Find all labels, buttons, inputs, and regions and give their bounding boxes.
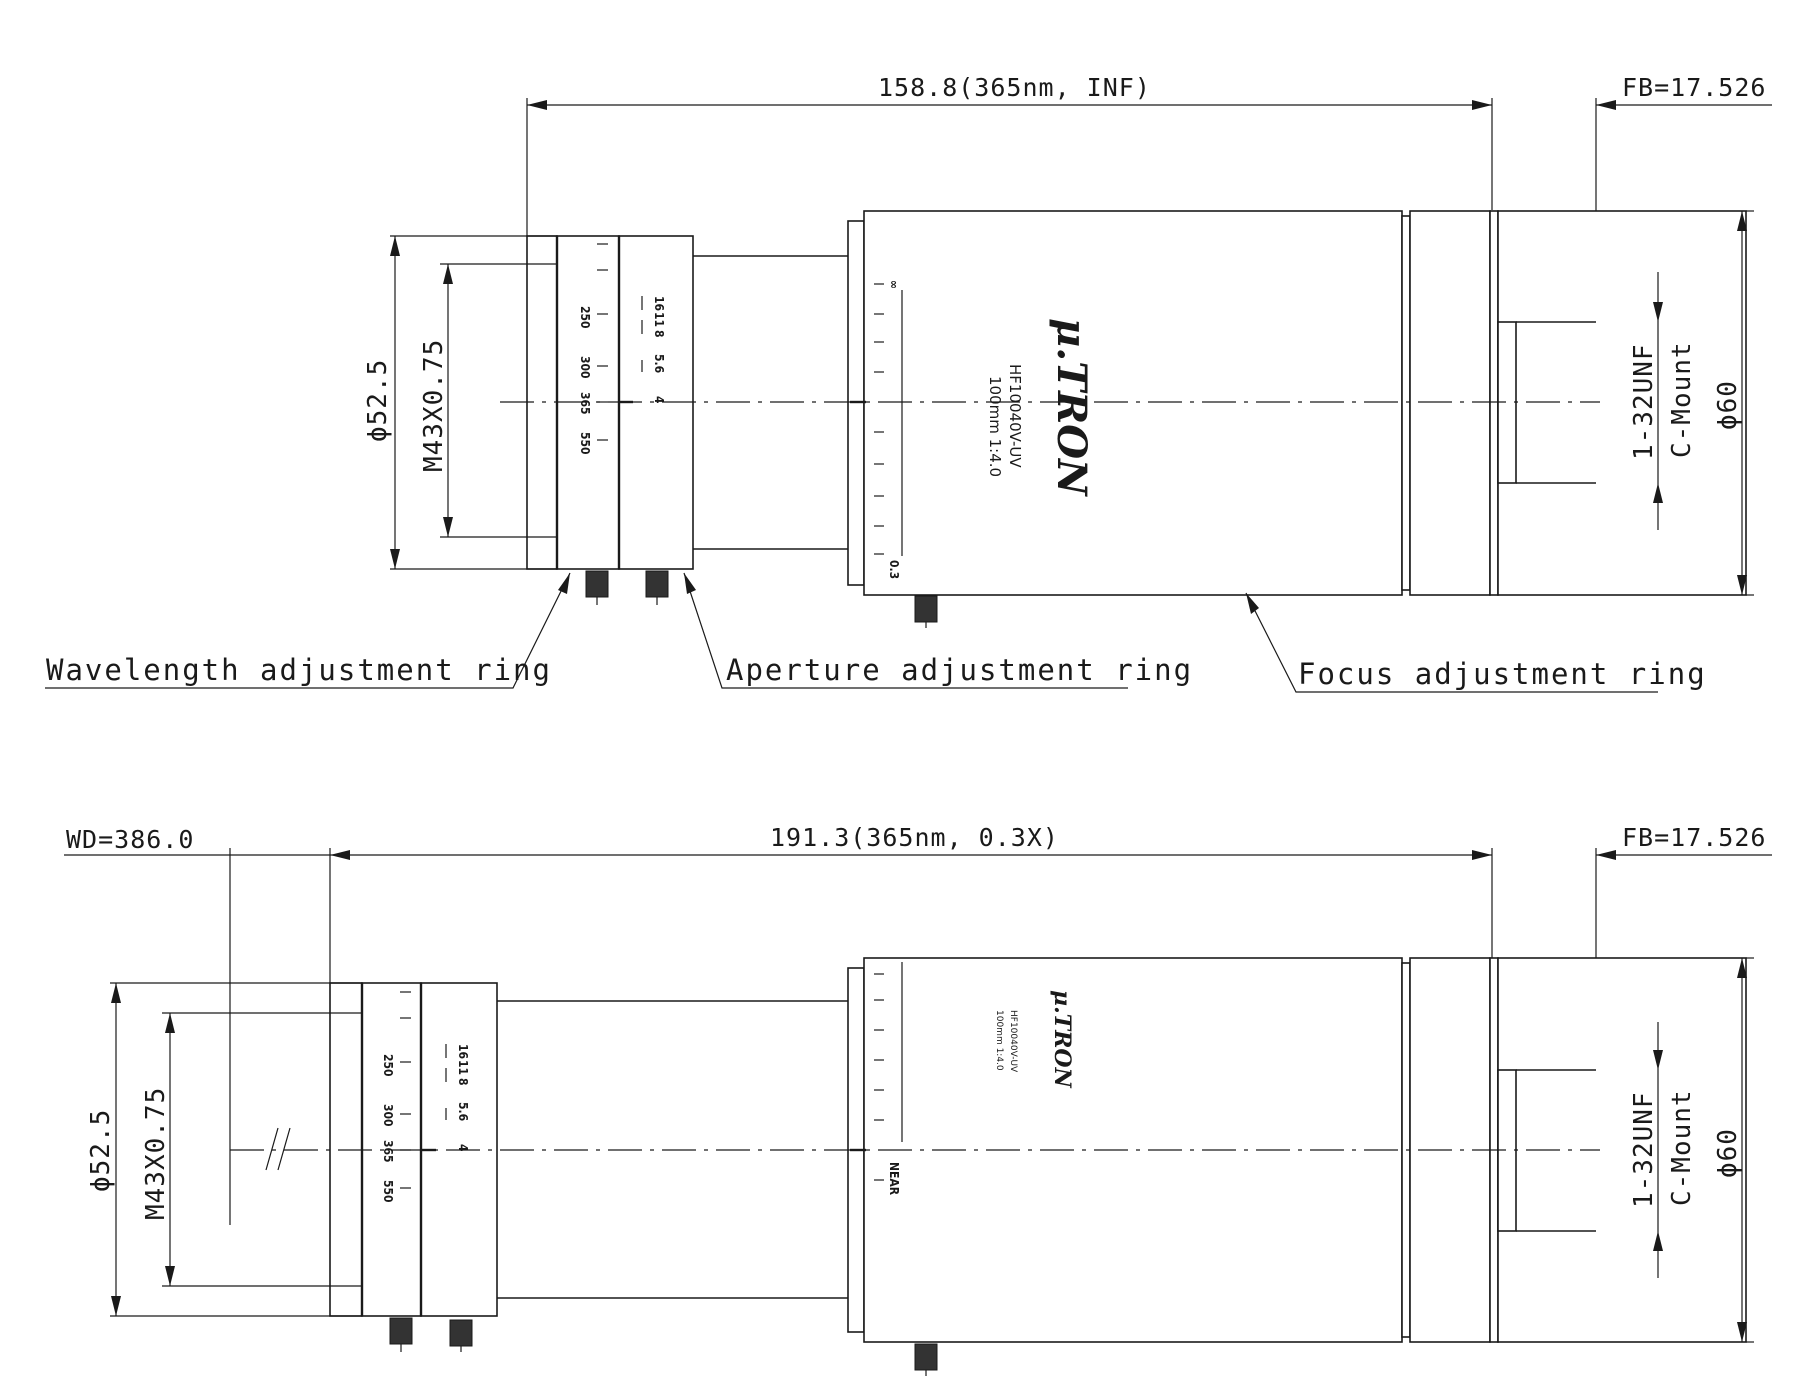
bottom-wavelength-300: 300 bbox=[381, 1104, 395, 1127]
top-aperture-11: 11 bbox=[652, 312, 666, 327]
top-focus-scale: ∞ 0.3 bbox=[874, 280, 903, 579]
top-focus-infinity: ∞ bbox=[887, 280, 901, 289]
top-aperture-8: 8 bbox=[652, 330, 666, 338]
bottom-thread-dim: M43X0.75 bbox=[141, 1087, 171, 1220]
bottom-body-dia-dim: ϕ60 bbox=[1713, 1128, 1743, 1178]
bottom-aperture-16: 16 bbox=[456, 1044, 470, 1059]
top-wavelength-300: 300 bbox=[578, 356, 592, 379]
bottom-wavelength-365: 365 bbox=[381, 1140, 395, 1163]
bottom-aperture-5-6: 5.6 bbox=[456, 1102, 470, 1121]
bottom-focus-near: NEAR bbox=[887, 1162, 901, 1196]
top-aperture-16: 16 bbox=[652, 296, 666, 311]
bottom-spec-label: 100mm 1:4.0 bbox=[994, 1010, 1004, 1071]
top-outer-dia-dim: ϕ52.5 bbox=[363, 359, 393, 442]
top-brand-logo: μ.TRON bbox=[1048, 318, 1095, 497]
top-aperture-4: 4 bbox=[652, 396, 666, 404]
top-aperture-5-6: 5.6 bbox=[652, 354, 666, 373]
focus-ring-callout: Focus adjustment ring bbox=[1298, 657, 1707, 691]
bottom-wd-dim: WD=386.0 bbox=[66, 825, 194, 854]
bottom-wavelength-scale: 250 300 365 550 bbox=[381, 991, 411, 1203]
wavelength-ring-callout: Wavelength adjustment ring bbox=[46, 653, 552, 687]
bottom-aperture-8: 8 bbox=[456, 1078, 470, 1086]
bottom-wavelength-250: 250 bbox=[381, 1054, 395, 1077]
top-focus-near: 0.3 bbox=[887, 560, 901, 579]
top-wavelength-365: 365 bbox=[578, 392, 592, 415]
top-aperture-scale: 16 11 8 5.6 4 bbox=[641, 296, 666, 404]
top-wavelength-250: 250 bbox=[578, 306, 592, 329]
top-view: 158.8(365nm, INF) FB=17.526 bbox=[45, 73, 1772, 693]
bottom-focus-scale: NEAR bbox=[874, 962, 903, 1196]
bottom-aperture-11: 11 bbox=[456, 1060, 470, 1075]
bottom-outer-dia-dim: ϕ52.5 bbox=[86, 1109, 116, 1192]
top-wavelength-550: 550 bbox=[578, 432, 592, 455]
bottom-mount-type-dim: C-Mount bbox=[1667, 1089, 1697, 1206]
top-mount-type-dim: C-Mount bbox=[1667, 341, 1697, 458]
top-mount-thread-dim: 1-32UNF bbox=[1629, 343, 1659, 460]
top-total-length-dim: 158.8(365nm, INF) bbox=[878, 73, 1151, 102]
bottom-total-length-dim: 191.3(365nm, 0.3X) bbox=[770, 823, 1059, 852]
aperture-ring-callout: Aperture adjustment ring bbox=[726, 653, 1193, 687]
bottom-aperture-4: 4 bbox=[456, 1144, 470, 1152]
bottom-aperture-scale: 16 11 8 5.6 4 bbox=[445, 1044, 470, 1152]
bottom-wavelength-550: 550 bbox=[381, 1180, 395, 1203]
top-spec-label: 100mm 1:4.0 bbox=[986, 376, 1004, 477]
top-body-dia-dim: ϕ60 bbox=[1713, 380, 1743, 430]
top-wavelength-scale: 250 300 365 550 bbox=[578, 243, 608, 455]
bottom-brand-logo: μ.TRON bbox=[1049, 990, 1075, 1089]
top-model-label: HF10040V-UV bbox=[1006, 364, 1024, 468]
bottom-mount-thread-dim: 1-32UNF bbox=[1629, 1091, 1659, 1208]
top-fb-dim: FB=17.526 bbox=[1622, 73, 1766, 102]
bottom-fb-dim: FB=17.526 bbox=[1622, 823, 1766, 852]
bottom-view: WD=386.0 191.3(365nm, 0.3X) FB=17.526 bbox=[64, 823, 1772, 1376]
top-thread-dim: M43X0.75 bbox=[419, 339, 449, 472]
bottom-model-label: HF10040V-UV bbox=[1008, 1010, 1018, 1073]
